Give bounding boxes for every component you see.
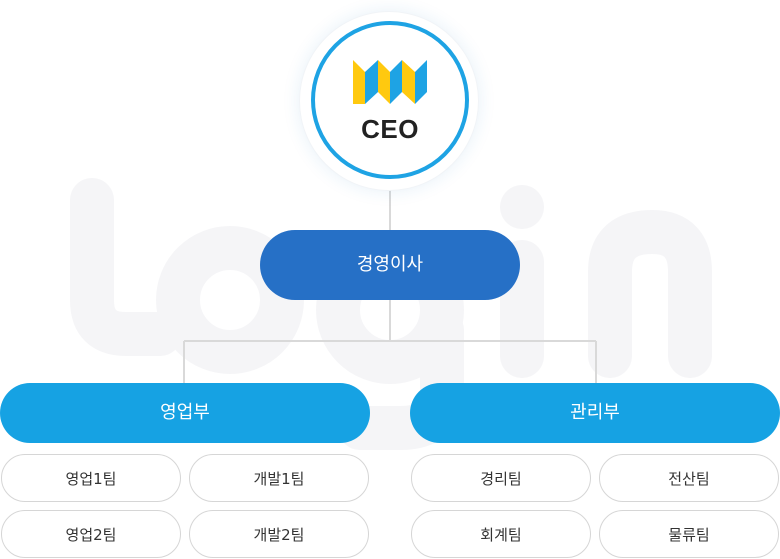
team-node: 물류팀 — [599, 510, 779, 558]
team-node: 개발1팀 — [189, 454, 369, 502]
team-node: 전산팀 — [599, 454, 779, 502]
team-node: 영업1팀 — [1, 454, 181, 502]
team-node: 경리팀 — [411, 454, 591, 502]
executive-node: 경영이사 — [260, 230, 520, 300]
wave-logo-icon — [353, 60, 427, 104]
department-admin: 관리부 — [410, 383, 780, 443]
team-node: 개발2팀 — [189, 510, 369, 558]
team-node: 영업2팀 — [1, 510, 181, 558]
team-node: 회계팀 — [411, 510, 591, 558]
ceo-label: CEO — [361, 114, 419, 144]
department-sales: 영업부 — [0, 383, 370, 443]
